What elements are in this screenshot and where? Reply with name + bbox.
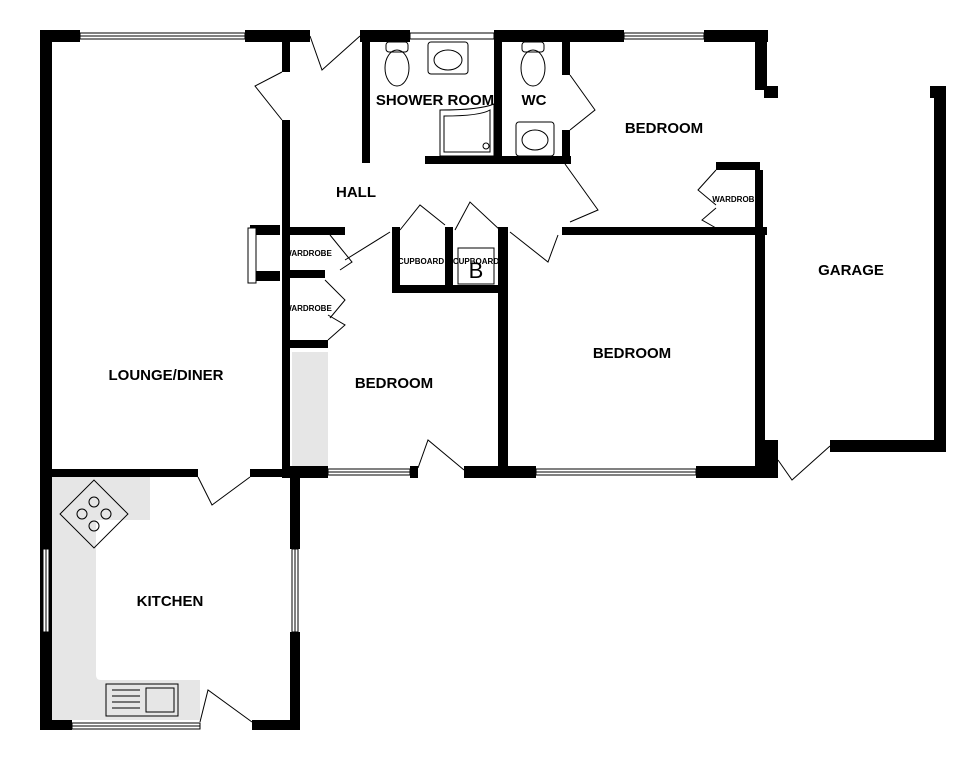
cupboard-label-right: CUPBOARD bbox=[453, 257, 499, 266]
counters bbox=[52, 352, 328, 720]
room-label-hall: HALL bbox=[336, 184, 376, 201]
room-label-kitchen: KITCHEN bbox=[137, 593, 204, 610]
room-label-bedroom-top: BEDROOM bbox=[625, 120, 703, 137]
boiler-label: B bbox=[469, 258, 484, 283]
fixtures bbox=[59, 41, 555, 717]
room-label-shower: SHOWER ROOM bbox=[376, 92, 494, 109]
room-label-garage: GARAGE bbox=[818, 262, 884, 279]
doors bbox=[197, 35, 831, 723]
windows bbox=[42, 32, 705, 730]
cupboard-label-left: CUPBOARD bbox=[398, 257, 444, 266]
wardrobe-label-lower: WARDROBE bbox=[284, 304, 332, 313]
room-label-bedroom-middle: BEDROOM bbox=[355, 375, 433, 392]
room-label-lounge: LOUNGE/DINER bbox=[108, 367, 223, 384]
room-label-wc: WC bbox=[522, 92, 547, 109]
wardrobe-label-bedroom: WARDROBE bbox=[712, 195, 760, 204]
wardrobe-label-upper: WARDROBE bbox=[284, 249, 332, 258]
room-label-bedroom-right: BEDROOM bbox=[593, 345, 671, 362]
